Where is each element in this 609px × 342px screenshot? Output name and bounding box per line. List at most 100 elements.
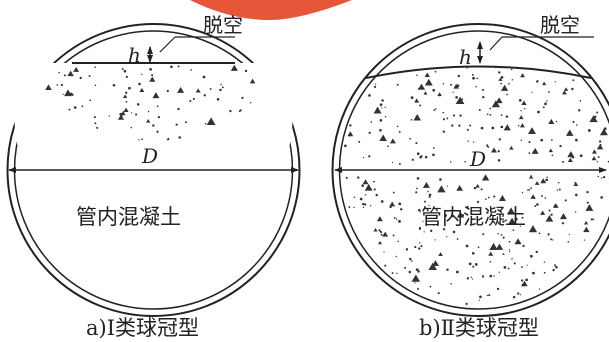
aggregate-dot — [442, 118, 446, 121]
aggregate-dot — [125, 91, 128, 94]
aggregate-dot — [131, 112, 133, 114]
aggregate-dot — [522, 244, 525, 248]
aggregate-dot — [568, 233, 570, 236]
aggregate-dot — [487, 196, 490, 199]
aggregate-dot — [62, 93, 64, 96]
aggregate-dot — [506, 93, 508, 96]
aggregate-dot — [381, 99, 384, 102]
aggregate-dot — [398, 130, 401, 133]
aggregate-dot — [104, 252, 107, 255]
aggregate-dot — [461, 214, 465, 217]
aggregate-dot — [254, 224, 256, 226]
aggregate-dot — [554, 264, 557, 267]
aggregate-dot — [85, 279, 88, 282]
aggregate-chip — [559, 213, 567, 220]
aggregate-dot — [175, 123, 178, 126]
aggregate-dot — [364, 203, 367, 206]
aggregate-dot — [378, 229, 381, 232]
aggregate-dot — [547, 233, 550, 236]
aggregate-dot — [546, 176, 548, 178]
aggregate-dot — [503, 265, 507, 269]
aggregate-chip — [149, 76, 156, 82]
gap-symbol: h — [128, 43, 141, 67]
aggregate-chip — [230, 64, 238, 71]
aggregate-dot — [590, 218, 593, 221]
aggregate-dot — [564, 199, 567, 202]
aggregate-dot — [571, 87, 574, 91]
aggregate-dot — [345, 176, 348, 179]
aggregate-dot — [471, 73, 474, 76]
aggregate-dot — [364, 194, 367, 196]
aggregate-dot — [552, 239, 554, 241]
aggregate-dot — [409, 257, 412, 261]
aggregate-dot — [183, 270, 185, 272]
aggregate-dot — [410, 118, 413, 121]
aggregate-dot — [500, 82, 502, 85]
aggregate-dot — [523, 107, 526, 110]
aggregate-chip — [573, 181, 579, 186]
aggregate-dot — [536, 80, 539, 83]
aggregate-dot — [151, 74, 154, 77]
aggregate-dot — [583, 239, 586, 241]
aggregate-dot — [223, 248, 226, 251]
aggregate-dot — [192, 258, 194, 260]
aggregate-chip — [599, 128, 608, 136]
aggregate-dot — [184, 121, 187, 124]
aggregate-dot — [344, 144, 347, 148]
aggregate-dot — [88, 75, 91, 78]
aggregate-dot — [396, 83, 399, 86]
aggregate-dot — [96, 126, 99, 129]
aggregate-dot — [42, 241, 44, 243]
aggregate-dot — [229, 250, 232, 253]
aggregate-dot — [416, 152, 420, 156]
aggregate-dot — [411, 158, 414, 161]
aggregate-chip — [176, 281, 180, 285]
aggregate-dot — [449, 161, 452, 163]
aggregate-dot — [206, 285, 208, 287]
aggregate-dot — [434, 70, 437, 73]
aggregate-dot — [125, 100, 128, 103]
aggregate-dot — [489, 113, 492, 116]
aggregate-dot — [190, 277, 192, 279]
aggregate-dot — [511, 79, 514, 81]
aggregate-dot — [357, 176, 360, 179]
aggregate-chip — [169, 300, 177, 307]
aggregate-dot — [71, 265, 74, 268]
aggregate-dot — [94, 66, 97, 68]
aggregate-dot — [384, 264, 387, 267]
aggregate-chip — [438, 252, 443, 257]
aggregate-chip — [591, 156, 597, 161]
aggregate-dot — [373, 188, 376, 191]
aggregate-dot — [466, 128, 469, 131]
aggregate-chip — [362, 179, 369, 185]
aggregate-chip — [521, 100, 527, 105]
aggregate-dot — [434, 108, 437, 110]
aggregate-dot — [480, 126, 484, 130]
aggregate-dot — [432, 153, 435, 157]
aggregate-dot — [472, 265, 475, 268]
aggregate-dot — [444, 214, 448, 217]
aggregate-chip — [491, 100, 500, 108]
aggregate-dot — [63, 74, 66, 77]
aggregate-chip — [489, 242, 498, 251]
aggregate-chip — [589, 115, 598, 123]
aggregate-dot — [519, 225, 521, 227]
aggregate-dot — [553, 204, 557, 208]
aggregate-dot — [422, 220, 424, 222]
aggregate-dot — [428, 195, 431, 199]
aggregate-dot — [177, 65, 180, 68]
aggregate-dot — [456, 238, 459, 240]
aggregate-dot — [416, 74, 418, 77]
aggregate-dot — [477, 246, 480, 249]
aggregate-dot — [571, 155, 575, 159]
aggregate-dot — [586, 201, 589, 204]
aggregate-dot — [559, 144, 562, 148]
aggregate-dot — [558, 181, 560, 184]
aggregate-chip — [508, 217, 516, 224]
aggregate-dot — [564, 67, 567, 70]
diameter-symbol: D — [469, 147, 486, 171]
aggregate-chip — [455, 96, 465, 105]
aggregate-dot — [526, 189, 529, 191]
aggregate-dot — [362, 202, 365, 206]
aggregate-dot — [391, 272, 394, 275]
